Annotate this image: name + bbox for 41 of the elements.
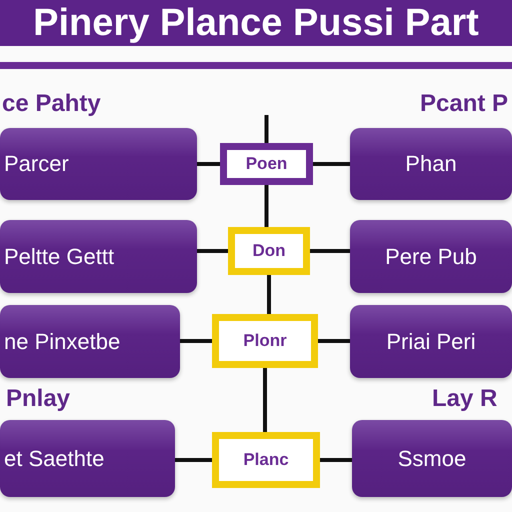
connector-line	[310, 249, 350, 253]
connector-line	[267, 275, 271, 314]
box-label: Don	[252, 241, 286, 261]
connector-line	[175, 458, 212, 462]
box-label: Ssmoe	[398, 446, 466, 472]
connector-line	[197, 249, 228, 253]
box-label: Plonr	[243, 331, 287, 351]
connector-line	[313, 162, 350, 166]
connector-line	[318, 339, 350, 343]
connector-line	[180, 339, 212, 343]
process-box	[350, 220, 512, 293]
process-box	[0, 420, 175, 497]
section-heading: Pnlay	[6, 385, 70, 413]
process-box	[0, 305, 180, 378]
box-label: ne Pinxetbe	[4, 328, 120, 354]
hub-box	[212, 432, 320, 488]
title-banner: Pinery Plance Pussi Part	[0, 0, 512, 46]
box-label: Phan	[405, 151, 457, 177]
connector-line	[263, 368, 267, 432]
section-heading: ce Pahty	[2, 90, 101, 118]
section-heading: Lay R	[432, 385, 498, 413]
process-box	[350, 128, 512, 200]
box-label: Priai Peri	[386, 328, 476, 354]
box-label: Pere Pub	[385, 244, 477, 270]
process-box	[0, 128, 197, 200]
box-label: Parcer	[4, 151, 69, 177]
process-box	[352, 420, 512, 497]
box-label: Poen	[246, 154, 288, 174]
hub-box	[212, 314, 318, 368]
box-label: Peltte Gettt	[4, 244, 114, 270]
connector-line	[320, 458, 352, 462]
process-box	[0, 220, 197, 293]
section-heading: Pcant P	[420, 90, 508, 118]
box-label: et Saethte	[4, 446, 104, 472]
hub-box	[228, 227, 310, 275]
hub-box	[220, 143, 313, 185]
process-box	[350, 305, 512, 378]
connector-line	[264, 115, 268, 143]
connector-line	[264, 185, 268, 227]
connector-line	[197, 162, 220, 166]
box-label: Planc	[243, 450, 289, 470]
